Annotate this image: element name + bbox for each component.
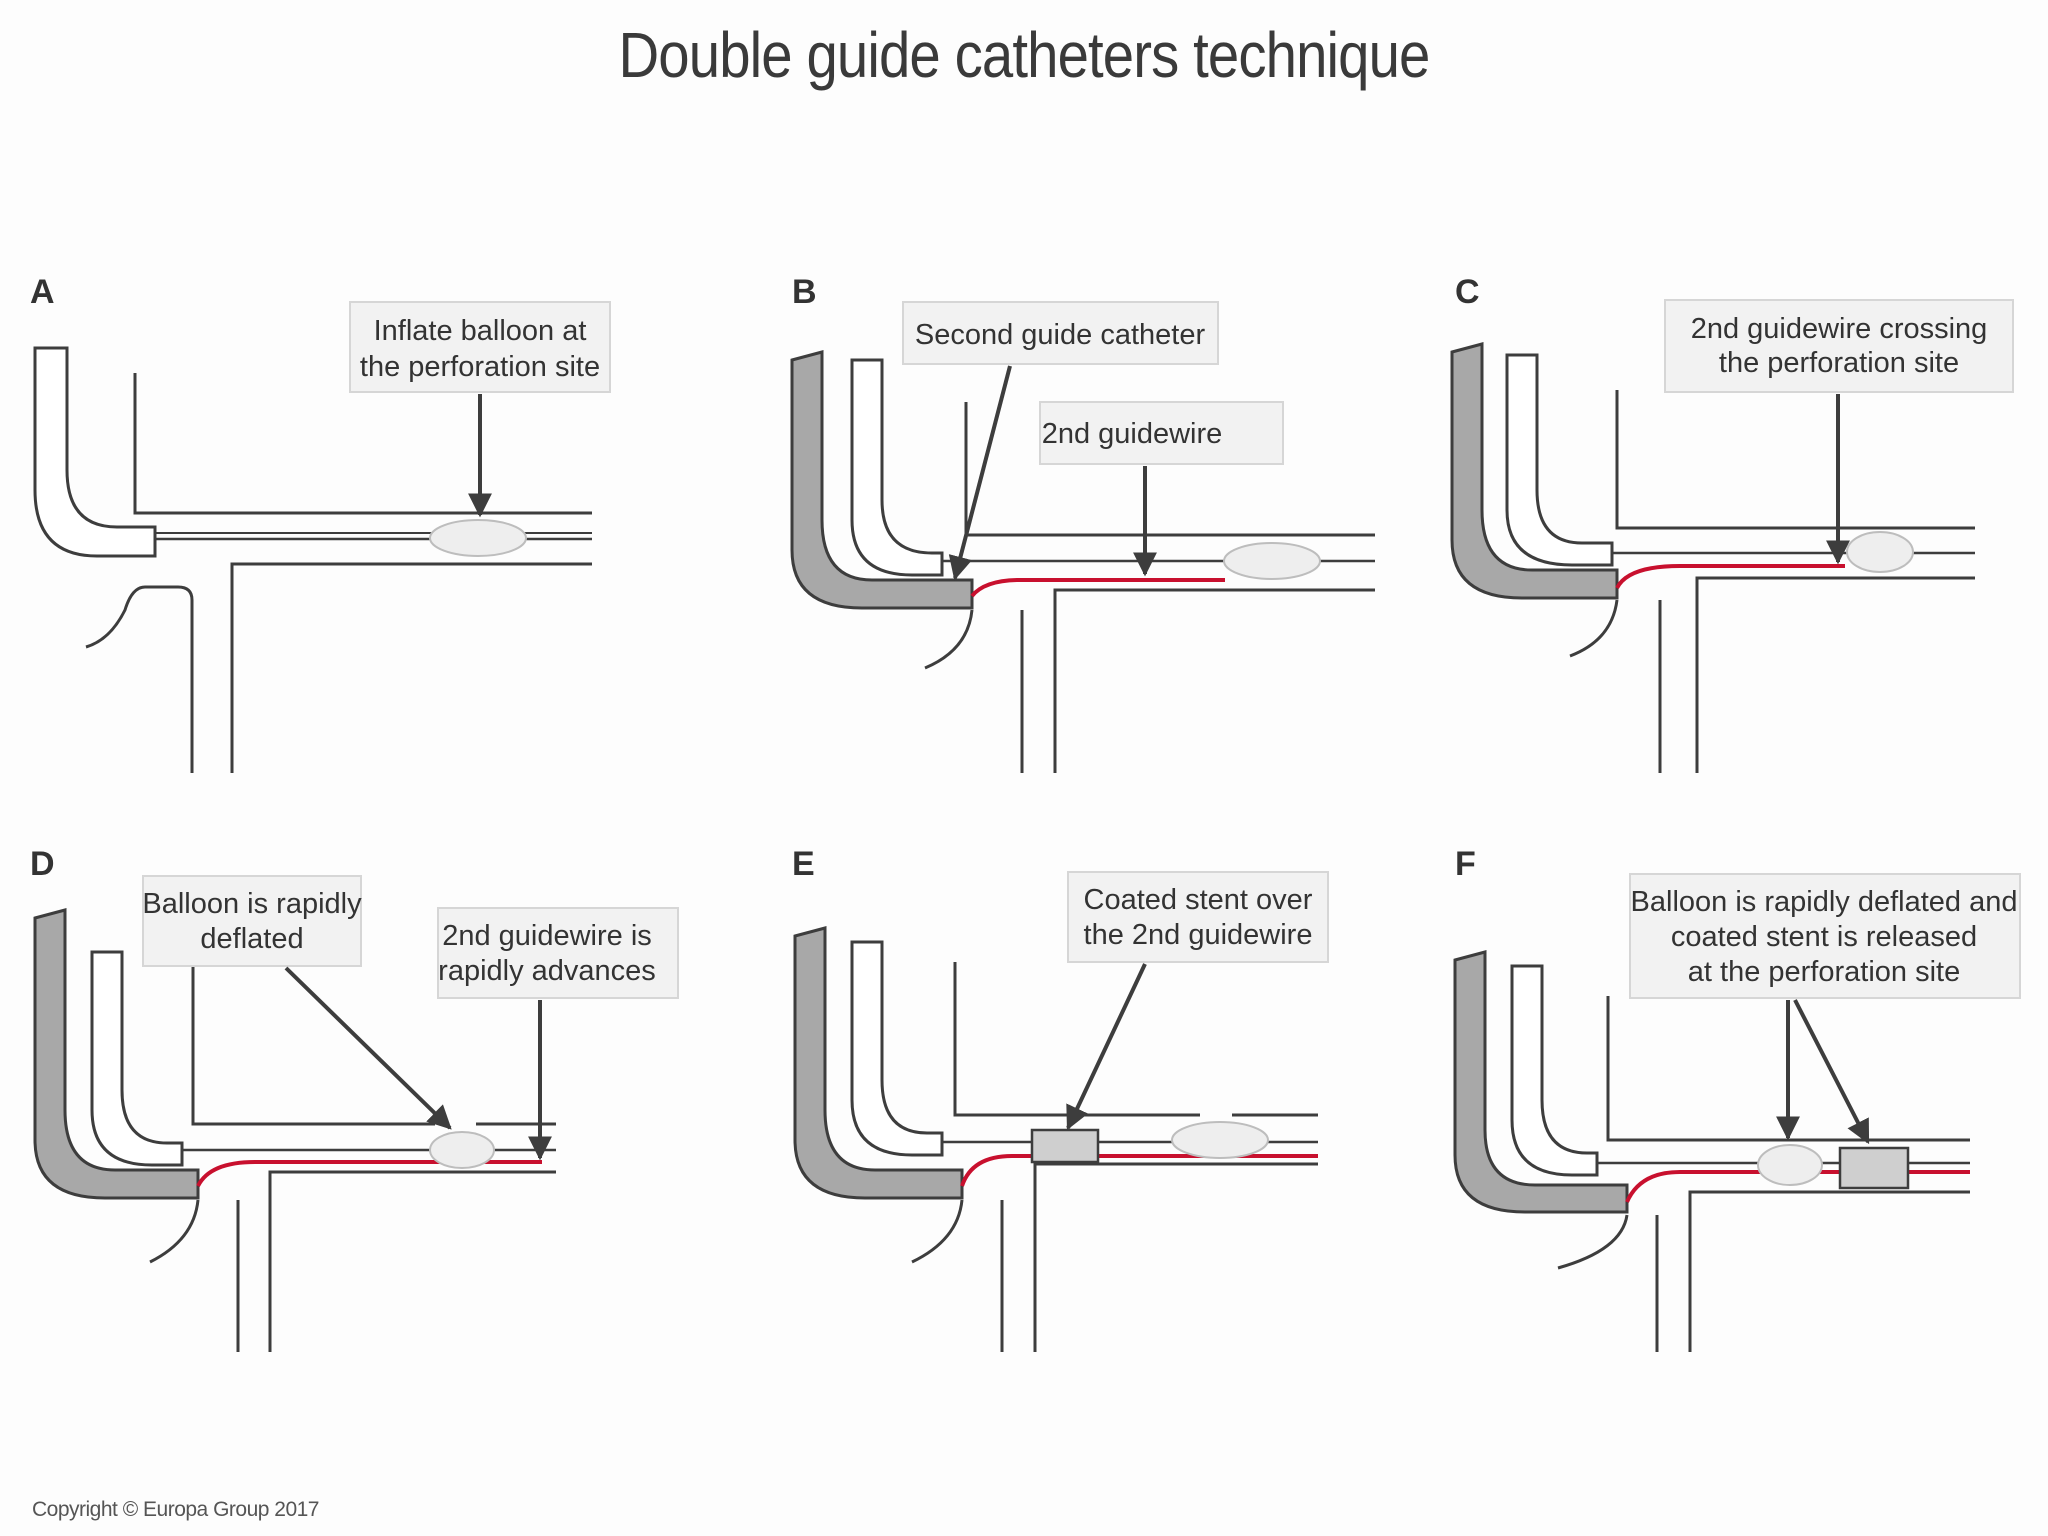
callout-line: 2nd guidewire	[1042, 418, 1223, 450]
panel-b: B Second guide catheter 2nd gu	[790, 273, 1375, 773]
vessel-walls	[85, 373, 592, 773]
vessel-walls	[911, 962, 1318, 1352]
callout-line: deflated	[200, 923, 303, 955]
callout-line: the perforation site	[360, 351, 600, 383]
second-guidewire	[960, 1154, 1318, 1187]
balloon	[429, 1131, 495, 1169]
callout-line: 2nd guidewire crossing	[1691, 313, 1988, 345]
callout-box	[142, 875, 362, 967]
panel-letter: E	[792, 845, 815, 883]
callout-inflate-balloon: Inflate balloon at the perforation site	[349, 301, 611, 518]
callout-line: Balloon is rapidly	[142, 888, 362, 920]
second-guide-catheter	[1450, 342, 1619, 600]
panel-d: D Balloon is rapidly deflated 2nd	[30, 845, 679, 1352]
callout-arrow	[1066, 963, 1147, 1131]
callout-stent-released: Balloon is rapidly deflated and coated s…	[1629, 873, 2021, 1145]
panel-c: C 2nd guidewire crossing the perforation…	[1450, 273, 2014, 773]
callout-line: Inflate balloon at	[374, 315, 587, 347]
diagram-title: Double guide catheters technique	[618, 19, 1431, 91]
second-guidewire	[970, 578, 1225, 598]
balloon	[1846, 531, 1914, 573]
panel-letter: F	[1455, 845, 1476, 883]
callout-line: the 2nd guidewire	[1084, 919, 1313, 951]
callout-box	[902, 301, 1219, 365]
callout-line: Coated stent over	[1084, 884, 1313, 916]
callout-box	[437, 907, 679, 999]
panel-letter: B	[792, 273, 817, 311]
coated-stent	[1838, 1146, 1910, 1190]
guide-catheter	[33, 346, 157, 558]
coated-stent	[1030, 1128, 1100, 1164]
callout-box	[1664, 299, 2014, 393]
second-guidewire	[1625, 1170, 1970, 1203]
callout-balloon-deflated: Balloon is rapidly deflated	[142, 875, 452, 1130]
callout-box	[1039, 401, 1284, 465]
callout-box	[1629, 873, 2021, 999]
balloon	[429, 519, 527, 557]
panel-a: A Inflate balloon at the perforation sit…	[30, 273, 611, 773]
balloon	[1757, 1144, 1823, 1186]
callout-line: the perforation site	[1719, 347, 1959, 379]
balloon	[1171, 1121, 1269, 1159]
vessel-walls	[149, 962, 556, 1352]
callout-arrow	[948, 365, 1012, 581]
callout-line: Second guide catheter	[915, 319, 1206, 351]
panel-letter: C	[1455, 273, 1480, 311]
guide-catheter	[90, 950, 184, 1167]
callout-coated-stent: Coated stent over the 2nd guidewire	[1066, 871, 1329, 1131]
callout-box	[1067, 871, 1329, 963]
guide-catheter	[850, 940, 944, 1157]
callout-arrow	[284, 966, 452, 1130]
guide-catheter	[1510, 964, 1599, 1177]
callout-box	[349, 301, 611, 393]
callout-line: coated stent is released	[1671, 921, 1977, 953]
second-guidewire	[196, 1160, 542, 1187]
callout-line: at the perforation site	[1688, 956, 1960, 988]
guide-catheter	[1505, 353, 1614, 567]
callout-line: 2nd guidewire is	[442, 920, 652, 952]
callout-arrow	[1793, 999, 1870, 1145]
panel-e: E Coated stent over the 2nd guidewire	[792, 845, 1329, 1352]
balloon	[1223, 542, 1321, 580]
callout-second-guide-catheter: Second guide catheter	[902, 301, 1219, 581]
panel-letter: A	[30, 273, 55, 311]
guide-catheter	[850, 358, 944, 577]
panel-letter: D	[30, 845, 55, 883]
copyright-text: Copyright © Europa Group 2017	[32, 1498, 320, 1521]
vessel-walls	[1569, 390, 1975, 773]
panel-f: F Balloon is rapidly deflated and coated…	[1453, 845, 2021, 1352]
second-guidewire	[1615, 564, 1845, 590]
callout-2nd-guidewire: 2nd guidewire	[1039, 401, 1284, 577]
callout-line: rapidly advances	[438, 955, 656, 987]
callout-guidewire-advances: 2nd guidewire is rapidly advances	[437, 907, 679, 1161]
callout-line: Balloon is rapidly deflated and	[1631, 886, 2018, 918]
callout-2nd-guidewire-crossing: 2nd guidewire crossing the perforation s…	[1664, 299, 2014, 565]
